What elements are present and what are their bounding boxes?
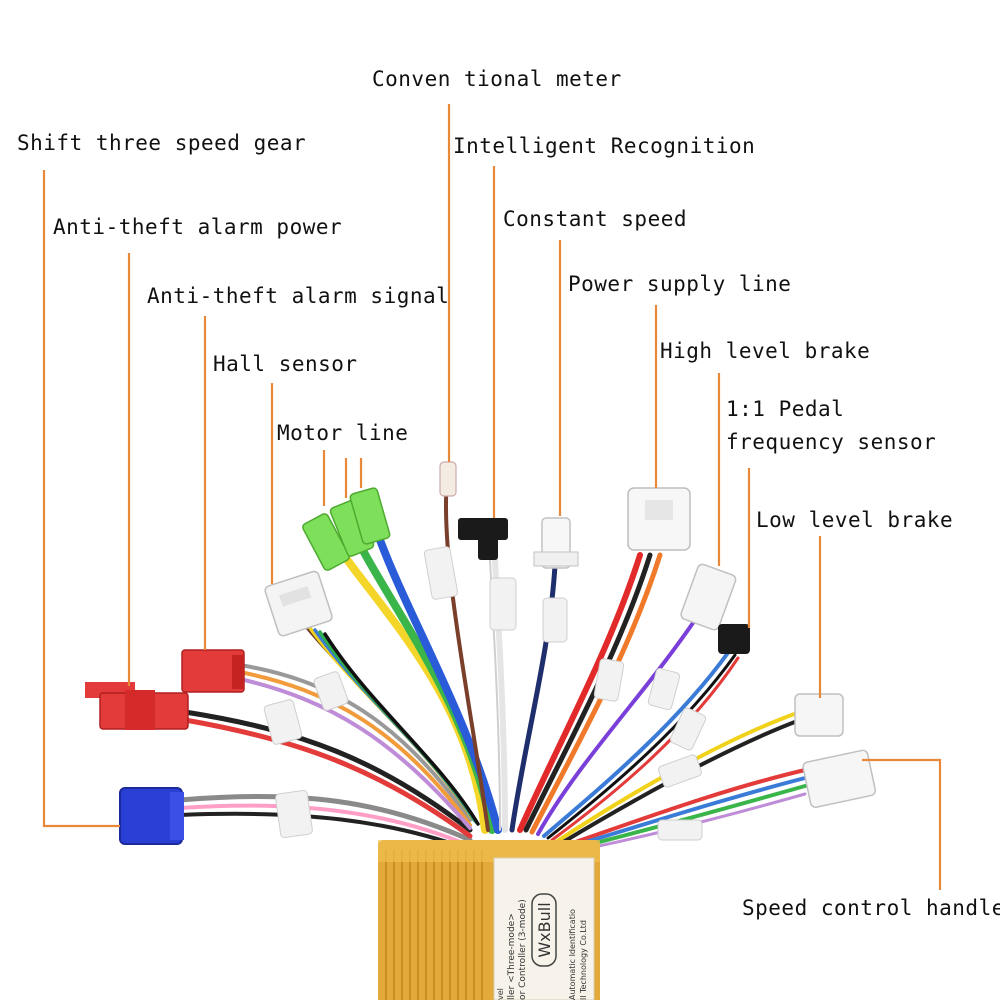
wire-tag (669, 707, 707, 751)
connector-motor-line (302, 487, 391, 571)
wire-motor-blue (376, 536, 502, 834)
label-intelligent-recognition: Intelligent Recognition (453, 134, 756, 158)
connector-power-supply (627, 487, 691, 551)
connector-conventional-meter (439, 461, 457, 497)
label-hall-sensor: Hall sensor (213, 352, 358, 376)
controller-info-line1: Automatic Identificatio (568, 909, 577, 1000)
controller-model-line2: or Controller (3-mode) (518, 899, 528, 1000)
connector-constant-speed (533, 517, 579, 569)
wire-tags (263, 546, 707, 841)
wire-motor-green (356, 541, 496, 834)
wire-tag (542, 597, 568, 643)
wire-handle-1 (562, 768, 807, 848)
wire-hall-5 (323, 632, 480, 826)
controller-label (493, 857, 595, 1000)
wire-tag (275, 790, 313, 838)
wire-tag (423, 546, 459, 600)
wire-motor-yellow (336, 546, 489, 834)
wire-shift-1 (177, 793, 473, 843)
wire-power-black (523, 552, 653, 833)
connector-shift-gear (119, 787, 184, 845)
wire-tag (263, 699, 303, 745)
wire-meter (443, 478, 490, 832)
controller-case: WxBull ller <Three-mode> or Controller (… (378, 840, 600, 1000)
connector-alarm-signal (181, 649, 245, 693)
wire-tag (658, 754, 702, 788)
wire-bundle (177, 478, 807, 854)
label-motor-line: Motor line (277, 421, 409, 445)
label-high-brake: High level brake (660, 339, 871, 363)
connector-speed-handle (802, 749, 877, 808)
controller-info-line2: ll Technology Co.Ltd (579, 920, 588, 1000)
wire-handle-2 (564, 776, 807, 850)
connector-pedal-sensor (718, 624, 750, 654)
wire-pedal-3 (550, 656, 740, 842)
wire-tag (647, 667, 681, 711)
wire-shift-3 (178, 811, 472, 852)
label-alarm-power: Anti-theft alarm power (53, 215, 343, 239)
label-pedal-line1: 1:1 Pedal (726, 397, 845, 421)
wire-alarm-signal-2 (238, 670, 472, 827)
wire-pedal-2 (546, 653, 737, 840)
controller-model-line1: ller <Three-mode> (507, 913, 517, 1000)
wire-alarm-power-2 (182, 717, 473, 839)
connector-high-brake (680, 563, 737, 631)
label-constant-speed: Constant speed (503, 207, 688, 231)
connectors (85, 461, 877, 845)
wire-tag (489, 577, 517, 631)
wire-shift-2 (178, 803, 472, 848)
label-low-brake: Low level brake (756, 508, 954, 532)
wire-tag (593, 658, 625, 702)
wire-alarm-power-1 (182, 709, 473, 833)
wire-tag (657, 819, 703, 841)
label-alarm-signal: Anti-theft alarm signal (147, 284, 450, 308)
leader-lines (42, 104, 942, 890)
label-power-supply: Power supply line (568, 272, 792, 296)
wire-tag (313, 671, 349, 711)
label-shift-gear: Shift three speed gear (17, 131, 307, 155)
wire-pedal-1 (542, 648, 732, 838)
leader-speed-handle (862, 758, 942, 890)
wire-high-brake (536, 618, 697, 836)
controller-brand: WxBull (535, 902, 554, 957)
connector-alarm-power (85, 682, 189, 730)
leader-shift-gear (42, 170, 120, 828)
label-conventional-meter: Conven tional meter (372, 67, 622, 91)
connector-low-brake (794, 693, 844, 737)
controller-info-line3: vel (496, 988, 505, 1000)
label-speed-handle: Speed control handle (742, 896, 1000, 920)
connector-hall-sensor (264, 570, 333, 637)
wire-power-red (517, 552, 643, 833)
label-pedal-line2: frequency sensor (726, 430, 937, 454)
wire-alarm-signal-3 (238, 677, 472, 830)
connector-intelligent-recognition (458, 518, 508, 560)
wire-alarm-signal-1 (238, 663, 472, 822)
